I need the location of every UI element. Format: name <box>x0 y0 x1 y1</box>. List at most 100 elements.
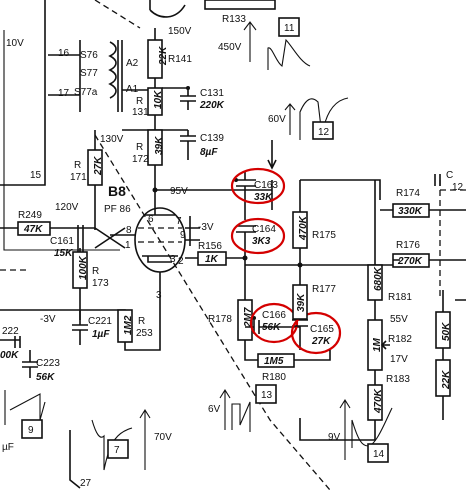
voltage-130v: 130V <box>100 134 124 145</box>
tube-anode <box>145 210 175 216</box>
c139-wire <box>180 130 196 160</box>
c223-wire <box>22 350 38 378</box>
r177-label: R177 <box>312 284 336 295</box>
c139-label: C139 <box>200 133 224 144</box>
pin-6: 6 <box>148 214 154 225</box>
label-s76: S76 <box>80 50 98 61</box>
voltage-17v: 17V <box>390 354 408 365</box>
c165-label: C165 <box>310 324 334 335</box>
waveform-box-11 <box>278 17 300 37</box>
voltage-150v: 150V <box>168 26 192 37</box>
k00-value: 00K <box>0 350 19 361</box>
c166-plates <box>245 320 300 334</box>
r172-label: R <box>136 142 143 153</box>
pin-3b: 3 <box>170 254 176 265</box>
c163-label: C163 <box>254 180 278 191</box>
highlight-c163 <box>230 167 286 205</box>
voltage-70v: 70V <box>154 432 172 443</box>
r178-label: R178 <box>208 314 232 325</box>
r141-value: 22K <box>158 46 169 66</box>
voltage-450v: 450V <box>218 42 242 53</box>
r173-label: R <box>92 266 99 277</box>
highlight-c165 <box>290 311 342 355</box>
voltage-95v: 95V <box>170 186 188 197</box>
resistor-r131-body <box>147 87 163 116</box>
r175-label: R175 <box>312 230 336 241</box>
resistor-r172-body <box>147 129 163 166</box>
r182-value: 1M <box>372 337 383 352</box>
pin-15: 15 <box>30 170 42 181</box>
highlight-c164 <box>230 217 286 255</box>
c12-number: 12 <box>452 182 464 193</box>
voltage-minus3v-b: -3V <box>40 314 56 325</box>
transformer-coil <box>108 40 123 112</box>
r22k-value: 22K <box>441 370 452 390</box>
transformer-lead-16 <box>48 40 81 112</box>
c164-value: 3K3 <box>252 236 271 247</box>
tube-cathode <box>142 255 178 263</box>
r249-value: 47K <box>23 224 43 235</box>
c165-value: 27K <box>311 336 331 347</box>
voltage-9v: 9V <box>328 432 341 443</box>
r131-value: 10K <box>153 90 164 109</box>
arrow-70v <box>139 408 151 470</box>
c161-value: 15K <box>54 248 73 259</box>
waveform-14-number: 14 <box>373 449 385 460</box>
r141-label: R141 <box>168 54 192 65</box>
c12-label: C <box>446 170 453 181</box>
r172-value: 39K <box>154 136 165 155</box>
voltage-10v: 10V <box>6 38 24 49</box>
right-dashed-link <box>439 180 466 300</box>
r174-r176-wire <box>380 209 466 261</box>
waveform-box-9 <box>21 419 43 439</box>
c223-label: C223 <box>36 358 60 369</box>
r253-value: 1M2 <box>123 315 134 335</box>
voltage-6v: 6V <box>208 404 221 415</box>
arrow-450v <box>243 21 257 62</box>
resistor-r133-body <box>204 0 276 10</box>
r183-label: R183 <box>386 374 410 385</box>
r156-value: 1K <box>205 254 219 265</box>
resistor-r177-body <box>292 284 308 320</box>
waveform-box-14 <box>367 443 389 463</box>
label-s77a: S77a <box>74 87 98 98</box>
c166-value: 56K <box>262 322 281 333</box>
c222-label: 222 <box>2 326 19 337</box>
pin-9: 9 <box>180 230 186 241</box>
resistor-r181-body <box>367 264 383 301</box>
c221-label: C221 <box>88 316 112 327</box>
sync-input-arrow <box>267 140 277 170</box>
pin-3: 3 <box>156 290 162 301</box>
c131-junction <box>186 86 190 90</box>
arrow-60v <box>284 103 296 135</box>
r249-label: R249 <box>18 210 42 221</box>
pin-2: 2 <box>178 256 184 267</box>
r131-label: R <box>136 96 143 107</box>
highlight-c166 <box>249 302 299 344</box>
waveform-box-13 <box>255 384 277 404</box>
r131-number: 131 <box>132 107 149 118</box>
r171-label: R <box>74 160 81 171</box>
waveform-7-number: 7 <box>114 445 120 456</box>
waveform-7-trace <box>91 419 133 471</box>
voltage-minus3v-a: -3V <box>198 222 214 233</box>
pin-27: 27 <box>80 478 92 489</box>
c164-label: C164 <box>252 224 276 235</box>
r174-label: R174 <box>396 188 420 199</box>
r175-r177-wire <box>299 179 381 320</box>
right-edge-wire <box>442 290 466 420</box>
waveform-12-trace <box>299 97 349 140</box>
r178-value: 2M7 <box>243 307 254 328</box>
r180-wire <box>294 350 331 361</box>
c221-value: 1µF <box>92 329 110 340</box>
r176-value: 270K <box>397 256 423 267</box>
pin-7: 7 <box>176 216 182 227</box>
resistor-r141-body <box>147 39 163 79</box>
r182-label: R182 <box>388 334 412 345</box>
arrow-9v <box>339 398 351 460</box>
label-a2: A2 <box>126 58 139 69</box>
tube-grid <box>138 227 182 243</box>
resistor-r175-body <box>292 211 308 249</box>
r249-wire <box>0 227 126 249</box>
